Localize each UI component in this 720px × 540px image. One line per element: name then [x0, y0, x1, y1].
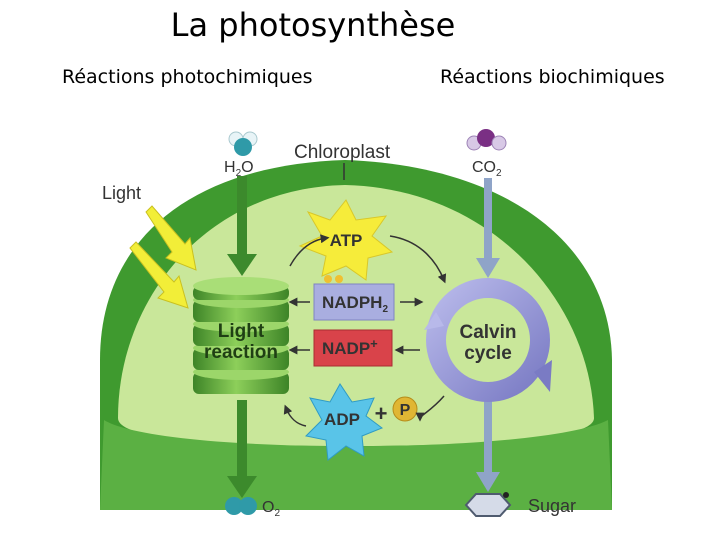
co2-label: CO2 — [472, 159, 502, 179]
sugar-label: Sugar — [528, 496, 576, 516]
light-reaction-label-line1: Light — [218, 321, 265, 342]
calvin-label-line2: cycle — [464, 343, 512, 364]
h2o-molecule-icon — [229, 132, 257, 156]
adp-plus-sign: + — [375, 401, 388, 426]
calvin-label-line1: Calvin — [459, 322, 516, 343]
nadp-label: NADP+ — [322, 336, 378, 358]
nadph2-label: NADPH2 — [322, 293, 388, 315]
co2-molecule-icon — [467, 129, 506, 150]
phosphate-label: P — [400, 402, 411, 419]
light-label: Light — [102, 183, 141, 203]
adp-label: ADP — [324, 410, 360, 429]
atp-label: ATP — [330, 231, 363, 250]
chloroplast-label: Chloroplast — [294, 142, 391, 163]
light-reaction-label-line2: reaction — [204, 342, 278, 363]
